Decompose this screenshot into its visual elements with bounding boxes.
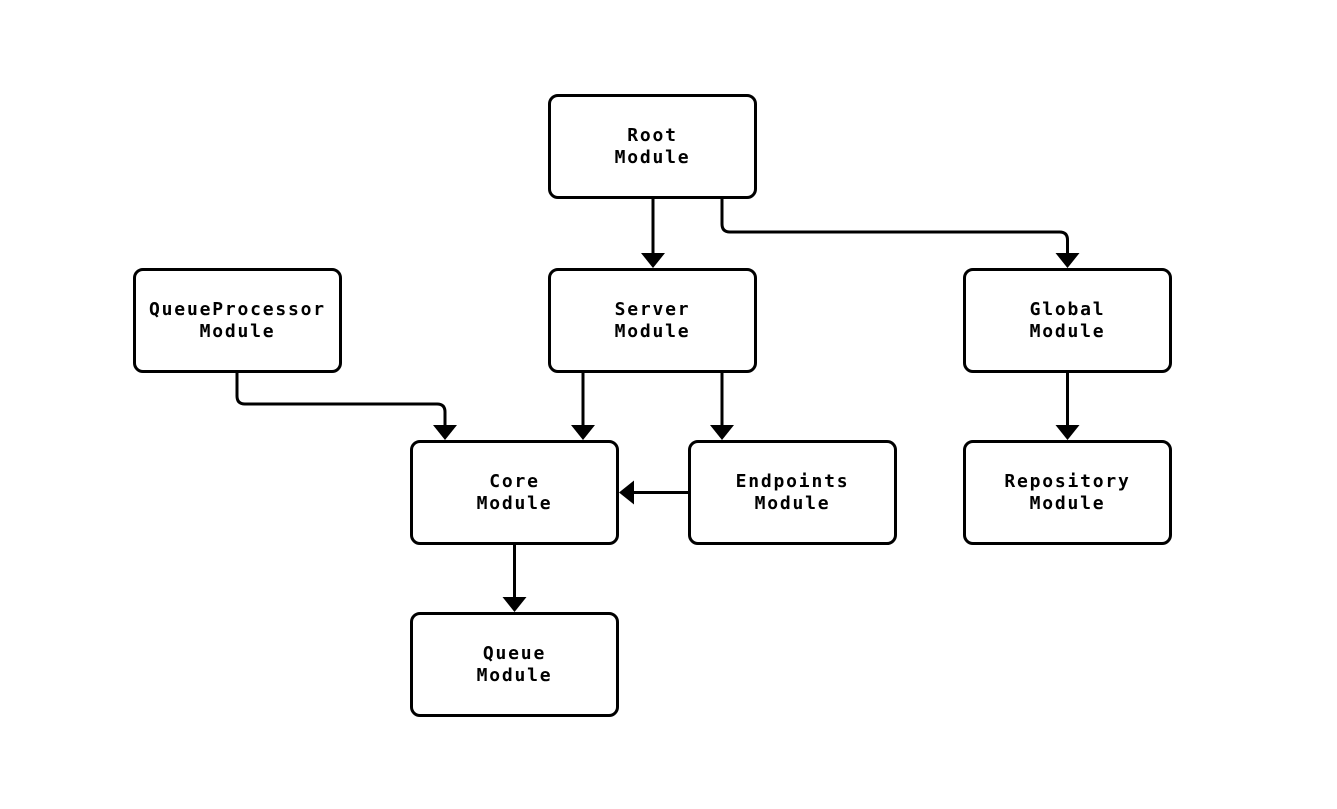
node-queue-module: Queue Module bbox=[410, 612, 619, 717]
arrowhead-down-icon bbox=[502, 597, 527, 612]
edge-global-to-repository bbox=[1055, 373, 1080, 440]
node-label: Core Module bbox=[476, 470, 553, 514]
node-label: Endpoints Module bbox=[735, 470, 850, 514]
edge-root-to-server bbox=[641, 198, 665, 268]
edge-root-to-global bbox=[720, 198, 1080, 268]
node-label: Repository Module bbox=[1004, 470, 1131, 514]
arrowhead-left-icon bbox=[619, 480, 634, 505]
edge-server-to-endpoints bbox=[710, 373, 734, 440]
arrowhead-down-icon bbox=[641, 253, 665, 268]
node-label: QueueProcessor Module bbox=[149, 298, 326, 342]
node-queueprocessor-module: QueueProcessor Module bbox=[133, 268, 342, 373]
edge-core-to-queue bbox=[502, 545, 527, 612]
node-endpoints-module: Endpoints Module bbox=[688, 440, 897, 545]
node-label: Queue Module bbox=[476, 642, 553, 686]
node-global-module: Global Module bbox=[963, 268, 1172, 373]
node-repository-module: Repository Module bbox=[963, 440, 1172, 545]
arrowhead-down-icon bbox=[433, 425, 457, 440]
node-label: Global Module bbox=[1029, 298, 1106, 342]
node-label: Server Module bbox=[614, 298, 691, 342]
arrowhead-down-icon bbox=[710, 425, 734, 440]
node-root-module: Root Module bbox=[548, 94, 757, 199]
node-core-module: Core Module bbox=[410, 440, 619, 545]
edge-endpoints-to-core bbox=[619, 480, 688, 505]
arrowhead-down-icon bbox=[1055, 425, 1080, 440]
node-label: Root Module bbox=[614, 124, 691, 168]
edge-server-to-core bbox=[571, 373, 595, 440]
arrowhead-down-icon bbox=[571, 425, 595, 440]
node-server-module: Server Module bbox=[548, 268, 757, 373]
edge-queueprocessor-to-core bbox=[235, 373, 457, 440]
arrowhead-down-icon bbox=[1055, 253, 1080, 268]
